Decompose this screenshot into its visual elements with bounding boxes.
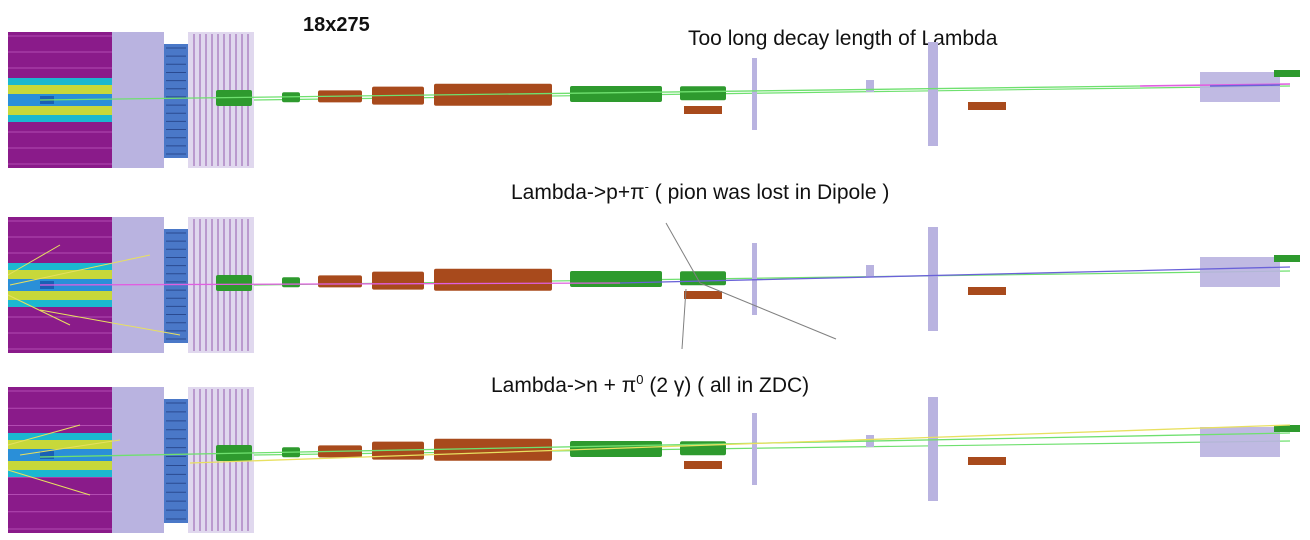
zdc-calorimeter (1200, 257, 1280, 287)
caption-event-1: Too long decay length of Lambda (688, 27, 998, 50)
annotation-line (681, 288, 687, 350)
annotation-line (665, 222, 701, 284)
endcap-calorimeter (164, 229, 188, 343)
particle-track (1209, 84, 1281, 87)
event-display-2 (7, 217, 1300, 353)
quadrupole-magnet (680, 271, 726, 286)
event-display-3 (7, 387, 1300, 533)
caption-3-prefix: Lambda->n + (491, 374, 622, 397)
hadron-magnet (684, 291, 722, 299)
particle-track (1139, 83, 1291, 87)
dipole-magnet (372, 271, 424, 290)
roman-pot (928, 227, 938, 331)
particle-track (39, 432, 1291, 458)
zdc-magnet (1274, 70, 1300, 77)
particle-track (19, 439, 121, 456)
zdc-magnet (1274, 425, 1300, 432)
endcap-region (112, 387, 164, 533)
pion-charge: - (644, 179, 649, 194)
hadron-magnet (684, 106, 722, 114)
event-display-1 (8, 32, 1300, 168)
particle-track (39, 309, 181, 336)
off-momentum-detector (752, 58, 757, 130)
particle-track (39, 282, 621, 286)
pi-symbol: π (630, 181, 645, 204)
particle-track (7, 424, 81, 446)
caption-event-2: Lambda->p+π- ( pion was lost in Dipole ) (511, 179, 890, 205)
beam-line (253, 270, 1291, 286)
caption-2-suffix: ( pion was lost in Dipole ) (648, 181, 890, 204)
hadron-magnet (968, 457, 1006, 465)
particle-track (7, 244, 61, 276)
caption-event-3: Lambda->n + π0 (2 γ) ( all in ZDC) (491, 372, 810, 398)
particle-track (7, 294, 71, 326)
particle-track (39, 85, 1141, 101)
particle-track (9, 254, 151, 286)
quadrupole-magnet (570, 86, 662, 102)
particle-track (189, 424, 1291, 464)
endcap-region (112, 32, 164, 168)
zdc-magnet (1274, 255, 1300, 262)
hadron-magnet (968, 102, 1006, 110)
quadrupole-magnet (282, 277, 300, 288)
particle-track (7, 469, 91, 496)
beam-energy-label: 18x275 (303, 14, 370, 36)
caption-2-prefix: Lambda->p+ (511, 181, 631, 204)
particle-track (619, 266, 1291, 284)
off-momentum-detector (752, 243, 757, 315)
zdc-calorimeter (1200, 427, 1280, 457)
annotation-line (699, 282, 837, 340)
roman-pot (928, 397, 938, 501)
beam-line (253, 85, 1291, 101)
b0-detector (866, 80, 874, 92)
quadrupole-magnet (680, 441, 726, 456)
off-momentum-detector (752, 413, 757, 485)
pi-symbol: π (621, 374, 637, 397)
quadrupole-magnet (570, 271, 662, 287)
endcap-calorimeter (164, 44, 188, 158)
dipole-magnet (434, 268, 552, 291)
dipole-magnet (434, 438, 552, 461)
hadron-magnet (684, 461, 722, 469)
zdc-calorimeter (1200, 72, 1280, 102)
endcap-calorimeter (164, 399, 188, 523)
vertex-detector (8, 449, 112, 461)
b0-detector (866, 265, 874, 277)
hadron-magnet (968, 287, 1006, 295)
quadrupole-magnet (680, 86, 726, 101)
dipole-magnet (318, 275, 362, 288)
pion-charge: 0 (636, 372, 644, 387)
roman-pot (928, 42, 938, 146)
interaction-point (40, 451, 54, 459)
caption-3-suffix: (2 γ) ( all in ZDC) (643, 374, 810, 397)
beam-line (253, 440, 1291, 456)
quadrupole-magnet (216, 275, 252, 291)
